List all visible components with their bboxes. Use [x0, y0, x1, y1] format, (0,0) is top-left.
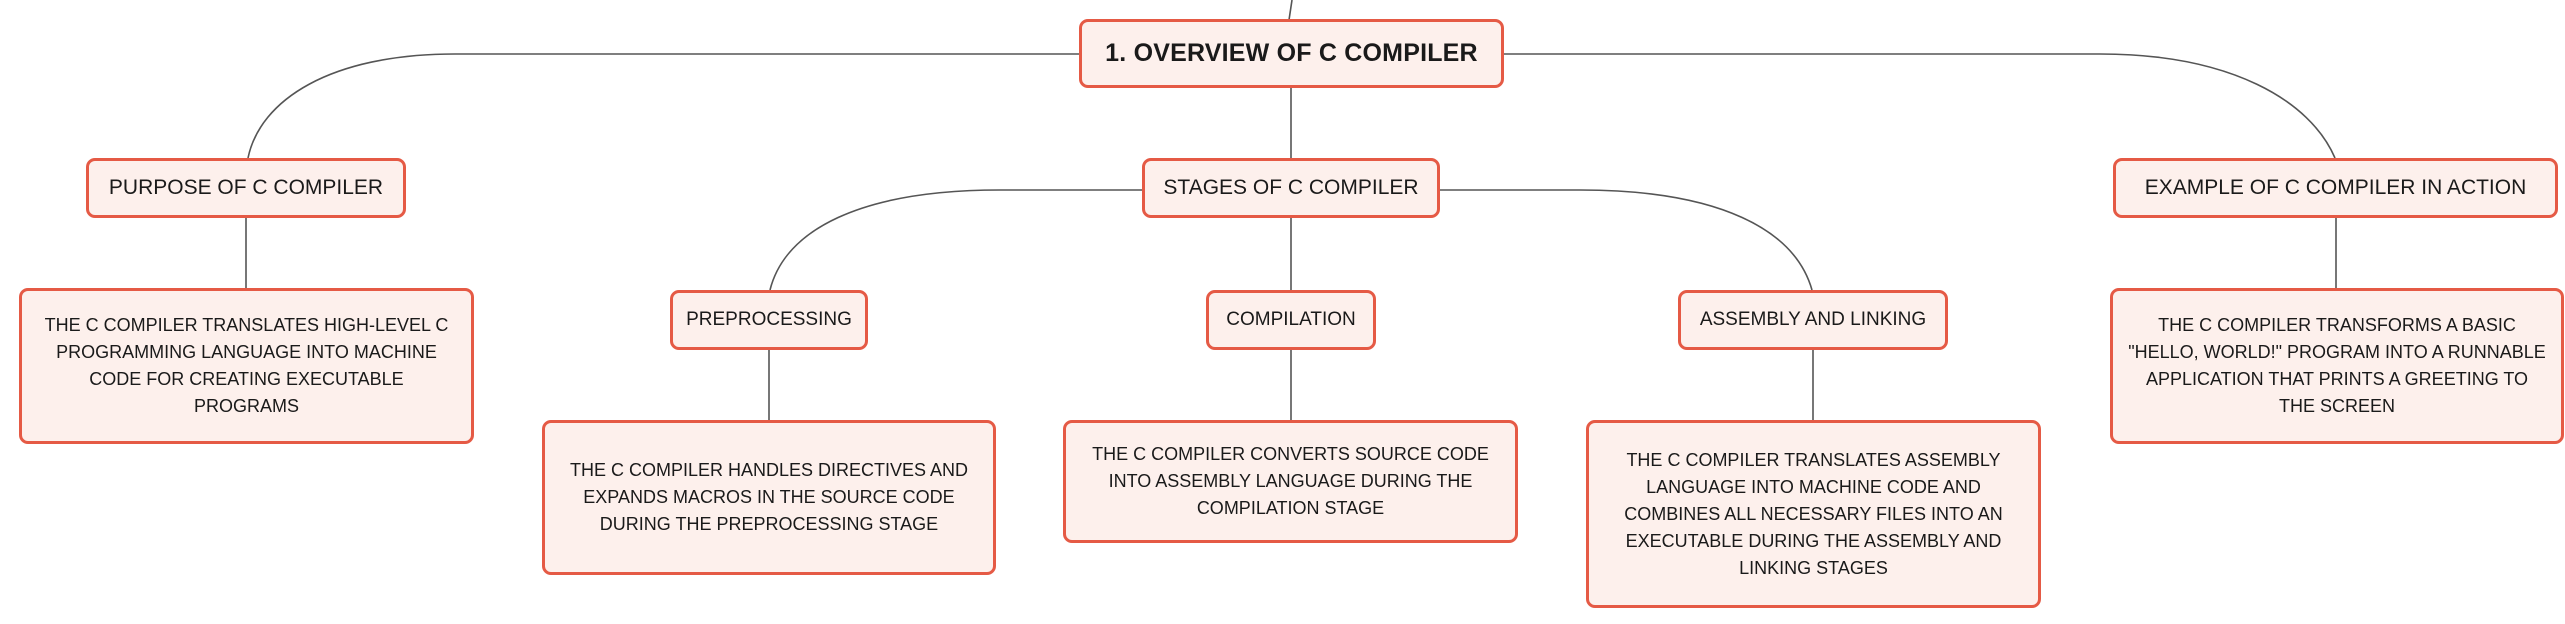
purpose-detail-node[interactable]: THE C COMPILER TRANSLATES HIGH-LEVEL C P… — [19, 288, 474, 444]
connector-root-purpose — [247, 53, 1080, 159]
preprocessing-detail-node[interactable]: THE C COMPILER HANDLES DIRECTIVES AND EX… — [542, 420, 996, 575]
example-detail-text: THE C COMPILER TRANSFORMS A BASIC "HELLO… — [2128, 315, 2546, 416]
root-label: 1. OVERVIEW OF C COMPILER — [1105, 39, 1478, 67]
assembly-linking-detail-text: THE C COMPILER TRANSLATES ASSEMBLY LANGU… — [1624, 449, 2003, 578]
compilation-node[interactable]: COMPILATION — [1206, 290, 1376, 350]
compilation-detail-node[interactable]: THE C COMPILER CONVERTS SOURCE CODE INTO… — [1063, 420, 1518, 543]
connector-root-up — [1288, 0, 1293, 21]
stages-label: STAGES OF C COMPILER — [1163, 176, 1419, 199]
connector-root-example — [1503, 53, 2336, 159]
preprocessing-detail-text: THE C COMPILER HANDLES DIRECTIVES AND EX… — [569, 460, 969, 534]
example-label: EXAMPLE OF C COMPILER IN ACTION — [2144, 176, 2527, 199]
compilation-detail-text: THE C COMPILER CONVERTS SOURCE CODE INTO… — [1092, 444, 1489, 518]
connector-stages-assembly — [1438, 189, 1813, 291]
assembly-linking-detail-node[interactable]: THE C COMPILER TRANSLATES ASSEMBLY LANGU… — [1586, 420, 2041, 608]
stages-node[interactable]: STAGES OF C COMPILER — [1142, 158, 1440, 218]
example-detail-node[interactable]: THE C COMPILER TRANSFORMS A BASIC "HELLO… — [2110, 288, 2564, 444]
example-node[interactable]: EXAMPLE OF C COMPILER IN ACTION — [2113, 158, 2558, 218]
preprocessing-node[interactable]: PREPROCESSING — [670, 290, 868, 350]
compilation-label: COMPILATION — [1226, 309, 1356, 330]
purpose-label: PURPOSE OF C COMPILER — [108, 176, 384, 199]
assembly-linking-label: ASSEMBLY AND LINKING — [1699, 309, 1927, 330]
assembly-linking-node[interactable]: ASSEMBLY AND LINKING — [1678, 290, 1948, 350]
root-node[interactable]: 1. OVERVIEW OF C COMPILER — [1079, 19, 1504, 88]
connector-stages-preprocessing — [769, 189, 1145, 291]
purpose-node[interactable]: PURPOSE OF C COMPILER — [86, 158, 406, 218]
preprocessing-label: PREPROCESSING — [686, 309, 852, 330]
purpose-detail-text: THE C COMPILER TRANSLATES HIGH-LEVEL C P… — [44, 315, 449, 416]
